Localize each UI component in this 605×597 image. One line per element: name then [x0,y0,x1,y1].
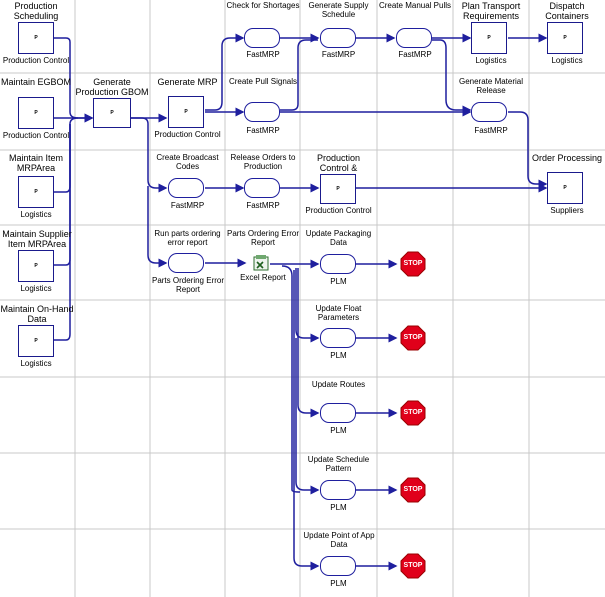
process-box-dispatch-containers[interactable]: P [547,22,583,54]
process-box-production-control[interactable]: P [320,174,356,204]
node-role: Production Control [305,206,372,215]
node-role: FastMRP [474,126,508,135]
node-role: Logistics [20,284,52,293]
process-box-production-scheduling[interactable]: P [18,22,54,54]
process-pill-update-routes[interactable] [320,403,356,423]
node-role: Logistics [551,56,583,65]
node-role: FastMRP [321,50,356,59]
connectors [54,33,548,571]
node-role: PLM [330,277,347,286]
stop-icon: STOP [400,477,426,503]
stop-icon: STOP [400,325,426,351]
node-role: PLM [330,503,347,512]
stop-icon: STOP [400,553,426,579]
process-box-generate-gbom[interactable]: P [93,98,131,128]
node-role: Logistics [20,210,52,219]
stop-icon: STOP [400,251,426,277]
process-pill-broadcast-codes[interactable] [168,178,204,198]
process-box-maintain-supplier-item[interactable]: P [18,250,54,282]
process-box-order-processing[interactable]: P [547,172,583,204]
node-role: FastMRP [246,126,280,135]
process-pill-update-schedule[interactable] [320,480,356,500]
process-pill-release-orders[interactable] [244,178,280,198]
process-pill-update-packaging[interactable] [320,254,356,274]
excel-report-icon[interactable] [252,254,272,272]
process-pill-check-shortages[interactable] [244,28,280,48]
process-pill-create-pull-signals[interactable] [244,102,280,122]
node-role: Production Control [154,130,221,139]
process-pill-supply-schedule[interactable] [320,28,356,48]
node-title: Update Routes [311,380,366,389]
process-box-generate-mrp[interactable]: P [168,96,204,128]
node-role: PLM [330,426,347,435]
node-title: Order Processing [531,153,603,163]
node-role: FastMRP [398,50,432,59]
process-box-maintain-item-mrparea[interactable]: P [18,176,54,208]
node-role: PLM [330,579,347,588]
node-title: Create Pull Signals [228,77,298,86]
process-box-plan-transport[interactable]: P [471,22,507,54]
node-title: Create Manual Pulls [378,1,452,10]
node-title: Check for Shortages [226,1,300,10]
node-role: Logistics [475,56,507,65]
process-pill-run-parts-ordering[interactable] [168,253,204,273]
node-title: Maintain EGBOM [0,77,72,87]
process-pill-material-release[interactable] [471,102,507,122]
node-role: PLM [330,351,347,360]
process-pill-manual-pulls[interactable] [396,28,432,48]
process-pill-update-point[interactable] [320,556,356,576]
node-title: Generate MRP [157,77,218,87]
process-box-maintain-egbom[interactable]: P [18,97,54,129]
node-role: FastMRP [170,201,205,210]
node-role: FastMRP [246,201,280,210]
node-role: Logistics [20,359,52,368]
process-box-maintain-onhand[interactable]: P [18,325,54,357]
node-role: Suppliers [550,206,584,215]
stop-icon: STOP [400,400,426,426]
node-role: FastMRP [246,50,280,59]
node-role: Production Control [2,131,70,140]
node-role: Production Control [2,56,70,65]
node-role: Excel Report [240,273,286,282]
process-pill-update-float[interactable] [320,328,356,348]
